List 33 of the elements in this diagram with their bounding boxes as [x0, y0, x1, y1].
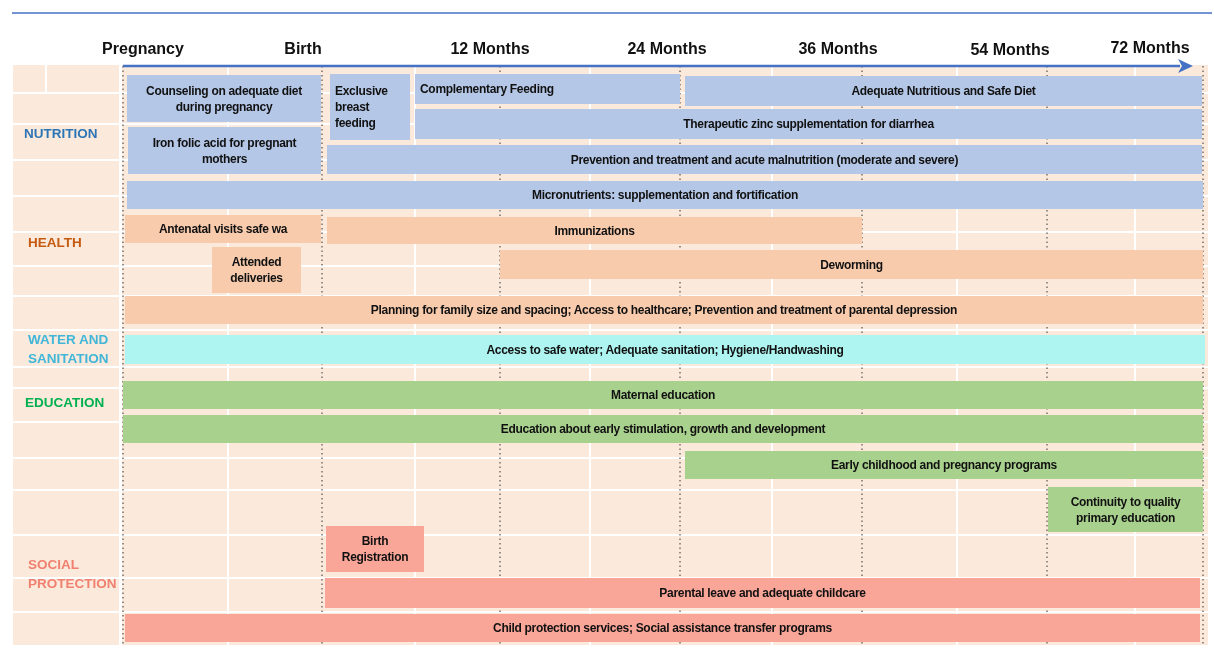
- intervention-bar: Attended deliveries: [212, 247, 301, 293]
- intervention-bar: Continuity to quality primary education: [1048, 487, 1203, 532]
- category-label: EDUCATION: [25, 394, 106, 412]
- intervention-bar: Birth Registration: [326, 526, 424, 572]
- intervention-bar: Complementary Feeding: [415, 74, 680, 104]
- category-label: WATER AND SANITATION: [28, 331, 110, 368]
- intervention-bar: Maternal education: [123, 381, 1203, 409]
- intervention-bar: Child protection services; Social assistance transfer programs: [125, 614, 1200, 642]
- intervention-bar: Counseling on adequate diet during pregnancy: [127, 75, 321, 122]
- timeline-label: 24 Months: [627, 40, 707, 58]
- intervention-bar: Deworming: [500, 250, 1203, 279]
- timeline-label: Pregnancy: [102, 40, 184, 58]
- intervention-bar: Access to safe water; Adequate sanitation; Hygiene/Handwashing: [125, 335, 1205, 364]
- timeline-label: 54 Months: [970, 41, 1050, 59]
- intervention-bar: Education about early stimulation, growth and development: [123, 415, 1203, 443]
- intervention-bar: Iron folic acid for pregnant mothers: [128, 127, 321, 174]
- intervention-bar: Micronutrients: supplementation and fortification: [127, 181, 1203, 209]
- intervention-bar: Early childhood and pregnancy programs: [685, 451, 1203, 479]
- category-label: SOCIAL PROTECTION: [28, 556, 118, 593]
- category-label: HEALTH: [28, 234, 83, 252]
- intervention-bar: Planning for family size and spacing; Access to healthcare; Prevention and treatment of parental depression: [125, 296, 1203, 324]
- timeline-label: 36 Months: [798, 40, 878, 58]
- intervention-bar: Exclusive breast feeding: [330, 74, 410, 140]
- intervention-bar: Parental leave and adequate childcare: [325, 578, 1200, 608]
- timeline-label: 72 Months: [1110, 39, 1190, 57]
- timeline-label: 12 Months: [450, 40, 530, 58]
- intervention-bar: Therapeutic zinc supplementation for diarrhea: [415, 109, 1202, 139]
- intervention-bar: Immunizations: [327, 217, 862, 244]
- intervention-bar: Prevention and treatment and acute malnutrition (moderate and severe): [327, 145, 1202, 174]
- timeline-label: Birth: [284, 40, 322, 58]
- intervention-bar: Adequate Nutritious and Safe Diet: [685, 76, 1202, 106]
- intervention-bar: Antenatal visits safe wa: [125, 215, 321, 243]
- category-label: NUTRITION: [24, 125, 99, 143]
